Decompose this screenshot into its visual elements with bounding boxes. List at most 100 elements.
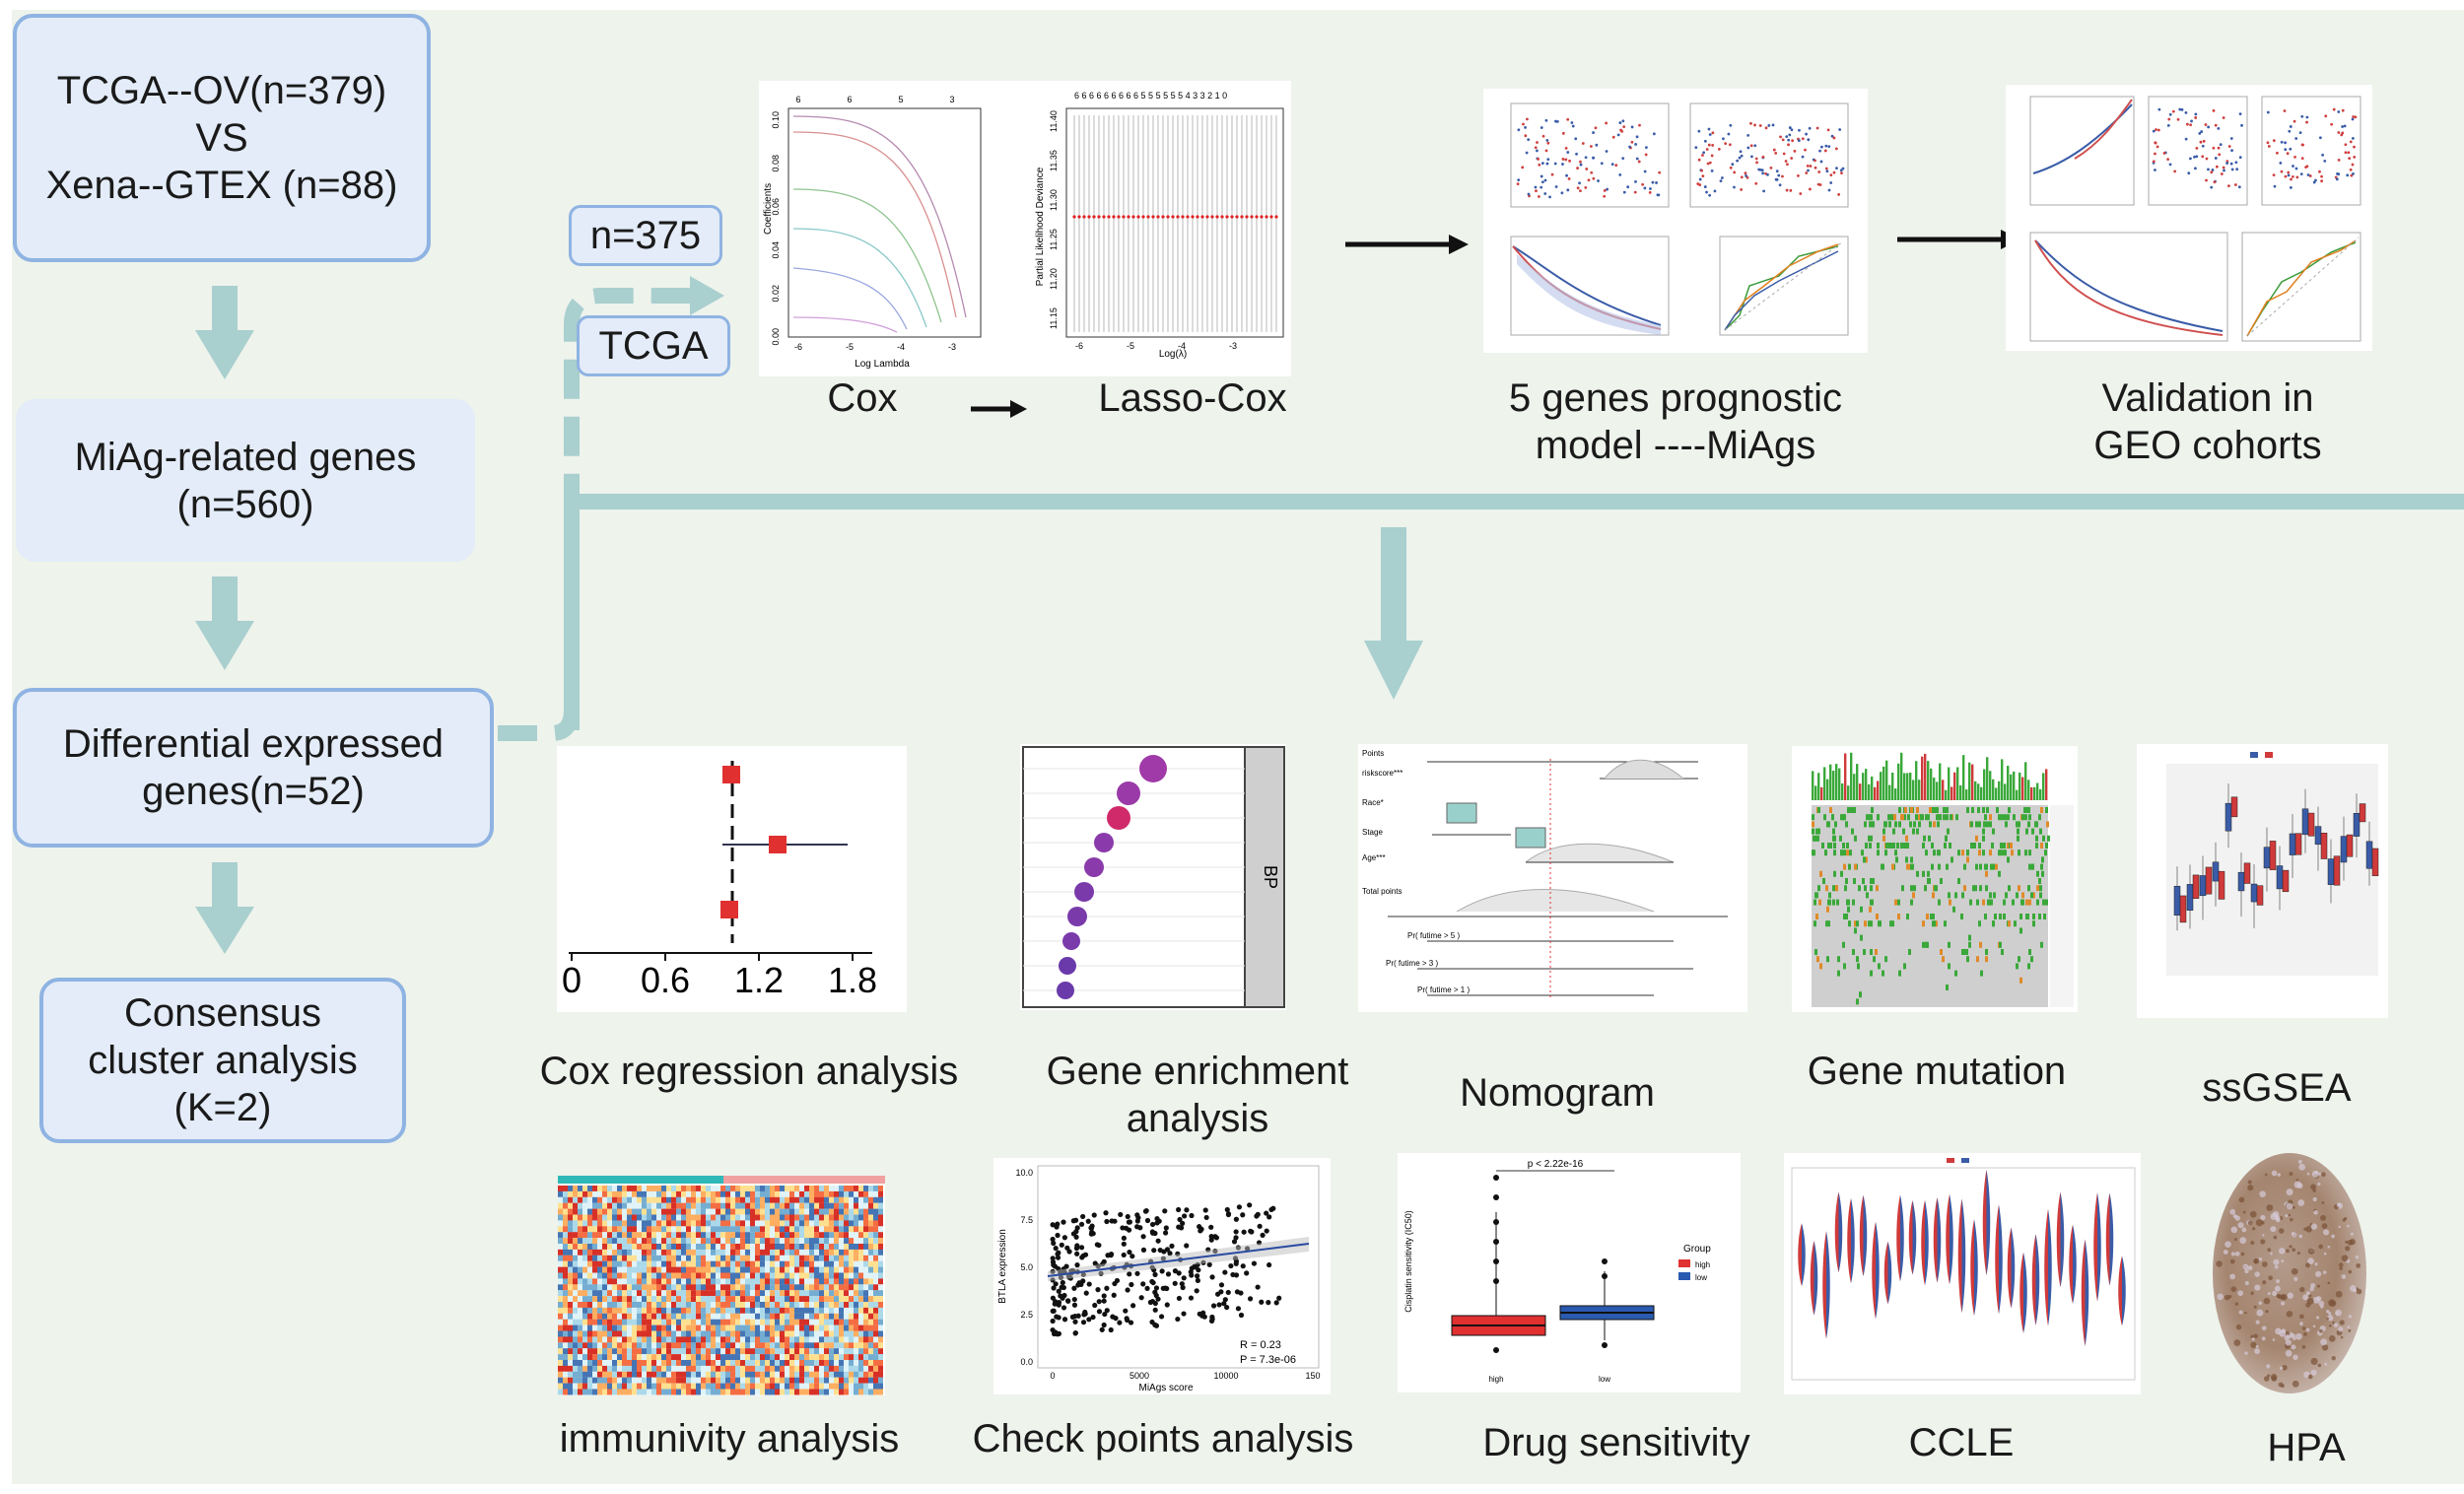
drug-legend-high: high <box>1695 1260 1710 1269</box>
lasso-point <box>1117 215 1121 219</box>
gene-mutation-label: Gene mutation <box>1807 1050 2067 1093</box>
gene-enrichment-label: Gene enrichment analysis <box>1046 1050 1349 1140</box>
lasso-ytick: 11.15 <box>1049 307 1059 329</box>
consensus-box: Consensus cluster analysis (K=2) <box>39 978 406 1143</box>
lasso-point <box>1260 215 1264 219</box>
scatter-p: P = 7.3e-06 <box>1240 1354 1296 1366</box>
lasso-point <box>1245 215 1249 219</box>
immunity-label: immunivity analysis <box>559 1417 900 1460</box>
model-thumbnail <box>1510 102 1849 336</box>
lasso-point <box>1151 215 1155 219</box>
lasso-point <box>1131 215 1135 219</box>
forest-tick: 0.6 <box>641 960 690 1000</box>
ccle-label: CCLE <box>1908 1421 2015 1464</box>
scatter-xtick: 0 <box>1050 1371 1055 1381</box>
lasso-point <box>1097 215 1101 219</box>
lasso-ytick: 11.25 <box>1049 229 1059 250</box>
enrichment-panel: BP <box>1020 744 1286 1010</box>
lasso-point <box>1146 215 1150 219</box>
lasso-point <box>1269 215 1273 219</box>
nomogram-row-label: Pr( futime > 5 ) <box>1407 931 1460 940</box>
n375-tag: n=375 <box>569 205 722 266</box>
drug-xtick-high: high <box>1488 1375 1503 1384</box>
drug-pvalue: p < 2.22e-16 <box>1528 1159 1584 1170</box>
forest-tick: 1.2 <box>734 960 784 1000</box>
cox-top-tick: 3 <box>949 95 954 104</box>
validation-thumbnail <box>2029 96 2361 342</box>
lasso-point <box>1196 215 1199 219</box>
lasso-cox-label: Lasso-Cox <box>1098 376 1287 420</box>
lasso-ytick: 11.35 <box>1049 150 1059 171</box>
nomogram-row-label: Points <box>1362 749 1384 758</box>
scatter-ytick: 0.0 <box>1020 1357 1033 1367</box>
lasso-point <box>1171 215 1175 219</box>
oncoplot <box>1812 752 2074 1007</box>
lasso-point <box>1112 215 1116 219</box>
lasso-point <box>1176 215 1180 219</box>
lasso-point <box>1072 215 1076 219</box>
drug-xtick-low: low <box>1599 1375 1610 1384</box>
drug-legend-title: Group <box>1683 1244 1711 1255</box>
drug-ylabel: Cisplatin sensitivity (IC50) <box>1403 1210 1413 1313</box>
prognostic-model-label: 5 genes prognostic model ----MiAgs <box>1508 376 1842 467</box>
cox-top-tick: 6 <box>795 95 800 104</box>
lasso-point <box>1127 215 1130 219</box>
lasso-point <box>1092 215 1096 219</box>
ccle-panel <box>1784 1153 2141 1394</box>
lasso-point <box>1225 215 1229 219</box>
cox-ytick: 0.02 <box>771 285 781 303</box>
scatter-ytick: 5.0 <box>1020 1262 1033 1272</box>
deg-text: Differential expressed genes(n=52) <box>62 722 445 813</box>
drug-sensitivity-panel: p < 2.22e-16 Cisplatin sensitivity (IC50… <box>1398 1153 1741 1392</box>
hpa-tissue-image <box>2213 1153 2366 1393</box>
cox-xtick: -6 <box>794 342 802 352</box>
mutation-panel <box>1792 746 2078 1012</box>
nomogram-row-label: riskscore*** <box>1362 769 1403 778</box>
lasso-point <box>1230 215 1234 219</box>
lasso-point <box>1122 215 1126 219</box>
drug-boxplot: p < 2.22e-16 Cisplatin sensitivity (IC50… <box>1403 1159 1711 1384</box>
tcga-text: TCGA <box>598 324 709 368</box>
lasso-point <box>1210 215 1214 219</box>
nomogram-row-label: Stage <box>1362 828 1383 837</box>
validation-label: Validation in GEO cohorts <box>2093 376 2322 467</box>
tcga-vs-gtex-text: TCGA--OV(n=379) VS Xena--GTEX (n=88) <box>45 69 398 207</box>
consensus-text: Consensus cluster analysis (K=2) <box>88 991 358 1129</box>
lasso-point <box>1082 215 1086 219</box>
nomogram-row-label: Pr( futime > 3 ) <box>1386 959 1438 968</box>
lasso-xtick: -3 <box>1229 341 1237 351</box>
cox-top-tick: 5 <box>898 95 903 104</box>
lasso-point <box>1250 215 1254 219</box>
lasso-point <box>1087 215 1091 219</box>
lasso-point <box>1102 215 1106 219</box>
lasso-point <box>1186 215 1190 219</box>
cox-xtick: -3 <box>948 342 956 352</box>
cox-label: Cox <box>827 376 898 420</box>
lasso-point <box>1240 215 1244 219</box>
tcga-tag: TCGA <box>577 315 730 376</box>
cox-xlabel: Log Lambda <box>855 359 910 370</box>
lasso-ylabel: Partial Likelihood Deviance <box>1035 167 1046 286</box>
ssgsea-label: ssGSEA <box>2202 1066 2352 1110</box>
lasso-point <box>1200 215 1204 219</box>
validation-panel <box>2006 85 2372 351</box>
scatter-ytick: 2.5 <box>1020 1310 1033 1320</box>
lasso-point <box>1215 215 1219 219</box>
drug-sensitivity-label: Drug sensitivity <box>1482 1421 1750 1464</box>
scatter-ytick: 10.0 <box>1015 1168 1033 1178</box>
nomogram-row-label: Age*** <box>1362 853 1386 862</box>
scatter-xtick: 150 <box>1305 1371 1320 1381</box>
cox-regression-label: Cox regression analysis <box>539 1050 959 1093</box>
nomogram-row-label: Race* <box>1362 798 1384 807</box>
cox-path-plot: Coefficients Log Lambda 0.100.080.060.04… <box>763 95 982 370</box>
cox-ytick: 0.08 <box>771 155 781 172</box>
tcga-vs-gtex-box: TCGA--OV(n=379) VS Xena--GTEX (n=88) <box>13 14 431 262</box>
nomogram-row-label: Total points <box>1362 887 1402 896</box>
scatter-ytick: 7.5 <box>1020 1215 1033 1225</box>
hpa-panel <box>2206 1148 2373 1397</box>
lasso-ytick: 11.20 <box>1049 268 1059 290</box>
